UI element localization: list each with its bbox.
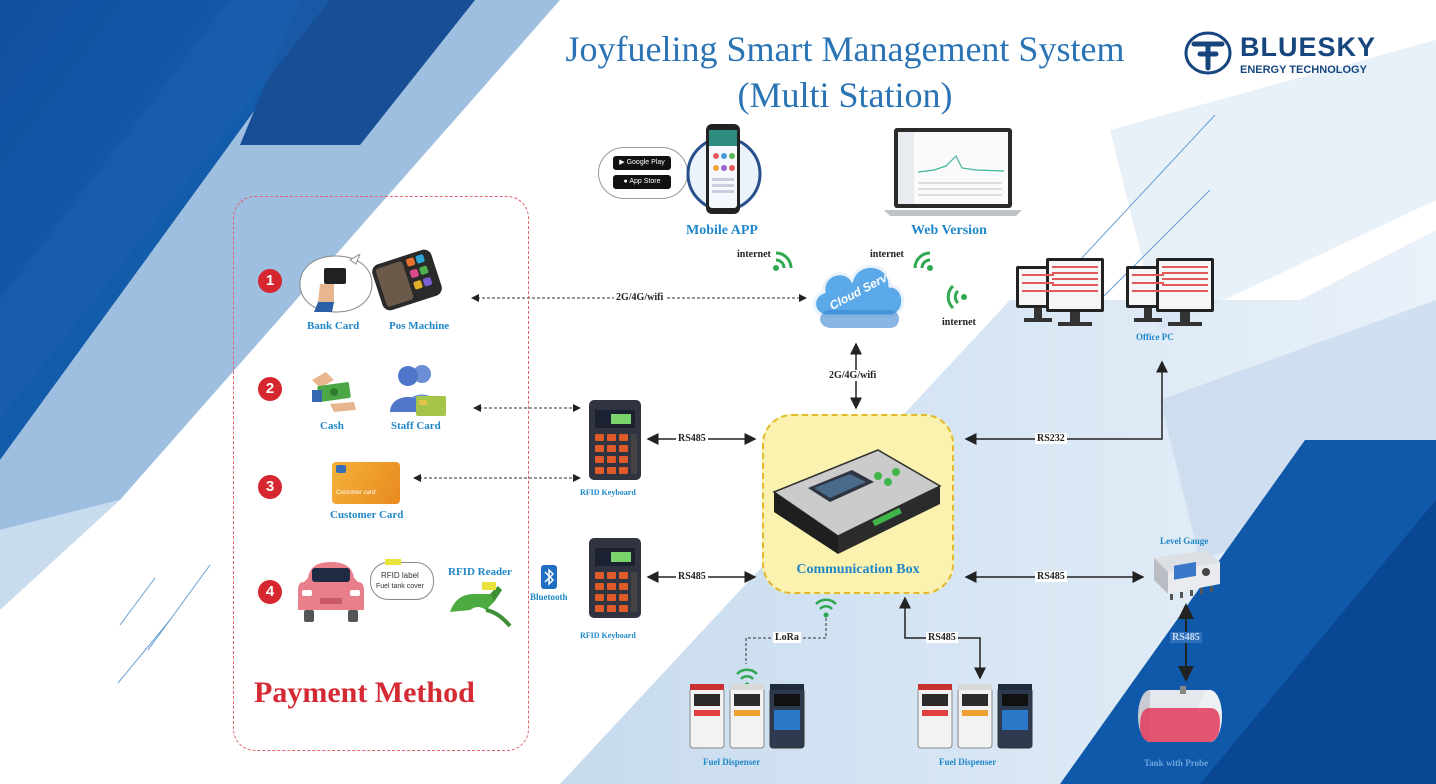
staff-card-icon — [390, 365, 446, 416]
rfid-fuel-nozzle-icon — [450, 582, 512, 628]
play-store-icon: ▶ — [619, 159, 625, 166]
brand-name: BLUESKY — [1240, 32, 1377, 62]
customer-card-image: Customer card — [332, 462, 400, 504]
link-label-kb1-box: RS485 — [676, 433, 708, 444]
link-label-gauge-tank: RS485 — [1170, 632, 1202, 643]
communication-box-panel: Communication Box — [762, 414, 954, 594]
store-badges-bubble: ▶ Google Play ● App Store — [598, 147, 688, 199]
mobile-app-label: Mobile APP — [686, 223, 758, 238]
bluesky-logo-icon — [1184, 31, 1232, 75]
web-version-label: Web Version — [911, 223, 987, 238]
bank-card-label: Bank Card — [307, 320, 360, 332]
google-play-badge: ▶ Google Play — [613, 156, 671, 170]
rfid-keyboard-image — [589, 538, 641, 618]
cash-icon — [312, 372, 356, 412]
tank-label: Tank with Probe — [1144, 758, 1209, 768]
fuel-dispenser-group-image — [917, 684, 1033, 749]
brand-subtitle: ENERGY TECHNOLOGY — [1240, 64, 1367, 76]
link-label-box-dispenser: RS485 — [926, 632, 958, 643]
rfid-tag-icon — [385, 559, 401, 565]
link-box-pc — [964, 360, 1168, 445]
pos-machine-image — [372, 249, 442, 311]
fuel-dispenser-2-label: Fuel Dispenser — [939, 757, 997, 767]
bluetooth-icon — [541, 565, 557, 589]
bubble-line-1: RFID label — [381, 571, 419, 580]
payment-method-title: Payment Method — [254, 676, 475, 709]
bluetooth-label: Bluetooth — [530, 592, 568, 602]
internet-label-mobile: internet — [737, 249, 771, 260]
communication-box-label: Communication Box — [796, 562, 920, 577]
rfid-label-bubble: RFID label Fuel tank cover — [370, 559, 434, 600]
link-label-box-cloud: 2G/4G/wifi — [827, 370, 879, 381]
title-line-2: (Multi Station) — [737, 75, 953, 115]
customer-card-text: Customer card — [336, 490, 376, 496]
app-store-label: App Store — [629, 178, 661, 185]
level-gauge-label: Level Gauge — [1160, 536, 1209, 546]
fuel-dispenser-1-label: Fuel Dispenser — [703, 757, 761, 767]
tank-with-probe-image — [1138, 686, 1222, 742]
step-number-4: 4 — [258, 580, 282, 604]
bubble-line-2: Fuel tank cover — [376, 583, 424, 590]
wifi-signal-icon — [815, 598, 837, 618]
pos-machine-label: Pos Machine — [389, 320, 450, 332]
rfid-reader-label: RFID Reader — [448, 566, 512, 578]
step-number-1: 1 — [258, 269, 282, 293]
link-label-lora: LoRa — [773, 632, 801, 643]
level-gauge-image — [1154, 550, 1220, 600]
link-label-pos-cloud: 2G/4G/wifi — [614, 292, 666, 303]
cloud-server-icon — [813, 264, 905, 328]
office-pc-monitors-image — [1016, 258, 1214, 326]
link-label-kb2-box: RS485 — [676, 571, 708, 582]
payment-method-panel — [233, 196, 529, 751]
cash-label: Cash — [320, 420, 344, 432]
rfid-keyboard-1-label: RFID Keyboard — [580, 488, 636, 497]
internet-label-pc: internet — [942, 317, 976, 328]
apple-icon: ● — [623, 178, 628, 185]
brand-logo: BLUESKY ENERGY TECHNOLOGY — [1182, 28, 1412, 80]
car-icon — [298, 562, 364, 622]
diagram-title: Joyfueling Smart Management System (Mult… — [520, 26, 1170, 118]
step-number-3: 3 — [258, 475, 282, 499]
bank-card-icon — [299, 254, 373, 313]
staff-card-label: Staff Card — [391, 420, 441, 432]
card-logo-icon — [336, 465, 346, 473]
wifi-signal-icon — [946, 284, 967, 310]
laptop-image — [884, 128, 1022, 216]
link-label-box-pc: RS232 — [1035, 433, 1067, 444]
fuel-dispenser-group-image — [689, 684, 805, 749]
rfid-keyboard-2-label: RFID Keyboard — [580, 631, 636, 640]
office-pc-label: Office PC — [1136, 332, 1174, 342]
google-play-label: Google Play — [626, 159, 665, 166]
link-label-box-gauge: RS485 — [1035, 571, 1067, 582]
wifi-signal-icon — [773, 251, 793, 271]
rfid-keyboard-image — [589, 400, 641, 480]
internet-label-web: internet — [870, 249, 904, 260]
step-number-2: 2 — [258, 377, 282, 401]
title-line-1: Joyfueling Smart Management System — [565, 29, 1125, 69]
customer-card-label: Customer Card — [330, 509, 404, 521]
wifi-signal-icon — [913, 251, 933, 271]
communication-box-device-image — [772, 449, 942, 554]
mobile-phone-image — [686, 124, 762, 214]
app-store-badge: ● App Store — [613, 175, 671, 189]
